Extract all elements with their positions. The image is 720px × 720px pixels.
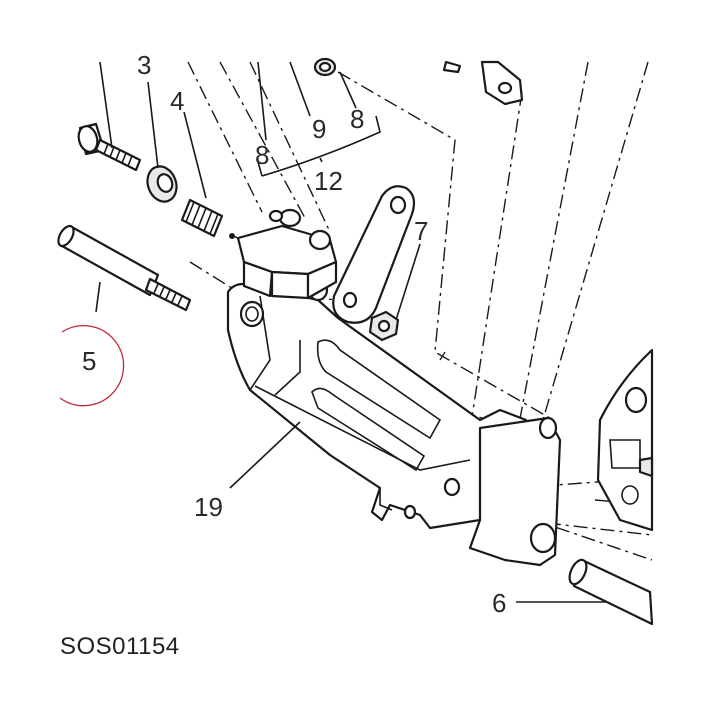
label-9: 9	[312, 114, 326, 144]
part-4-spring	[180, 198, 235, 239]
label-4: 4	[170, 86, 184, 116]
leader-lines	[95, 61, 606, 603]
label-6: 6	[492, 588, 506, 618]
label-8-left: 8	[255, 140, 269, 170]
part-3-washer	[146, 165, 178, 203]
part-5-pin	[57, 224, 192, 312]
label-12: 12	[314, 166, 343, 196]
pivot-block	[236, 208, 338, 300]
label-8-right: 8	[350, 104, 364, 134]
label-19: 19	[194, 492, 223, 522]
part-3-bolt	[77, 122, 142, 172]
frame-fragment	[596, 348, 654, 532]
label-7: 7	[414, 216, 428, 246]
assembly-lines	[187, 61, 653, 561]
highlight-arc	[59, 325, 125, 407]
label-5: 5	[82, 346, 96, 376]
drawing-code: SOS01154	[60, 633, 180, 660]
part-8-washer	[313, 57, 337, 77]
label-3: 3	[137, 50, 151, 80]
part-6-pin	[568, 558, 654, 626]
part-7-nut	[368, 310, 400, 342]
part-7-link	[332, 185, 416, 324]
top-bracket-fragment	[442, 60, 524, 106]
mounting-plate	[468, 416, 562, 567]
